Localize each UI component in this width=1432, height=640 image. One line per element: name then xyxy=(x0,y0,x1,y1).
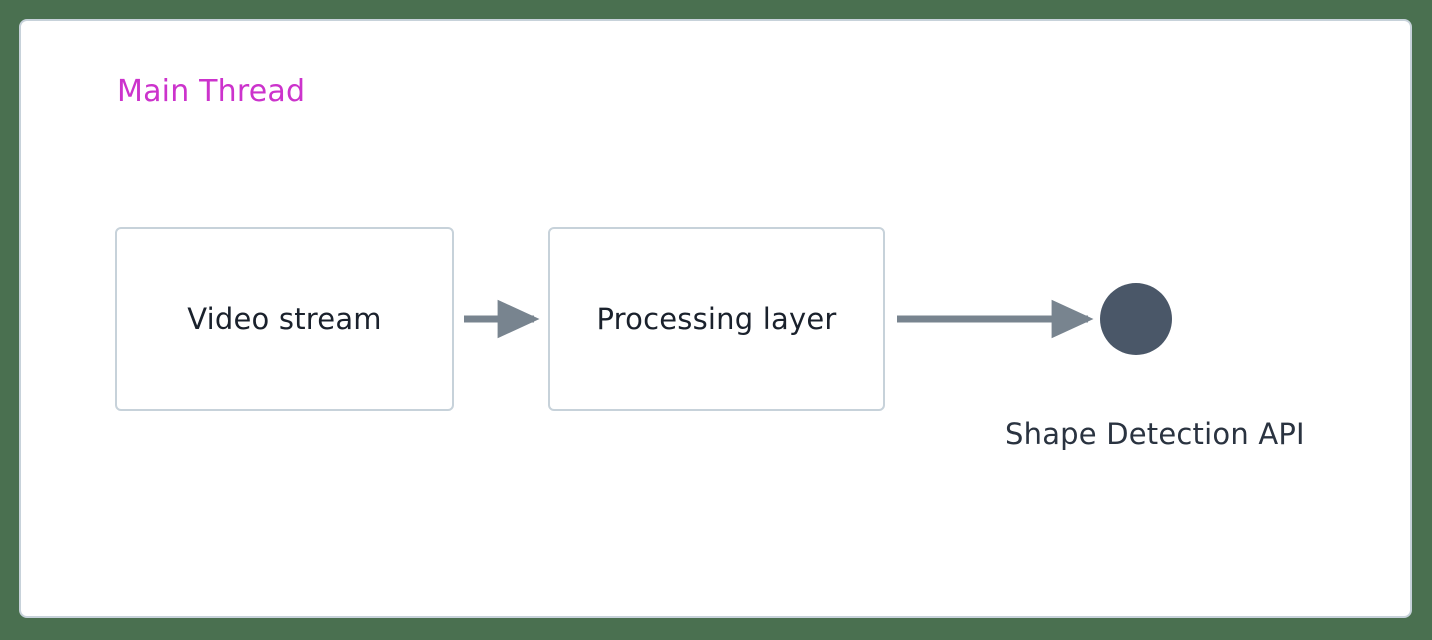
node-shape-detection-api-label: Shape Detection API xyxy=(1005,417,1305,451)
node-processing-layer[interactable]: Processing layer xyxy=(548,227,885,411)
node-video-stream-label: Video stream xyxy=(187,302,382,336)
node-processing-layer-label: Processing layer xyxy=(596,302,837,336)
cluster-title-main-thread: Main Thread xyxy=(117,74,306,109)
node-shape-detection-api-circle[interactable] xyxy=(1100,283,1172,355)
node-video-stream[interactable]: Video stream xyxy=(115,227,454,411)
